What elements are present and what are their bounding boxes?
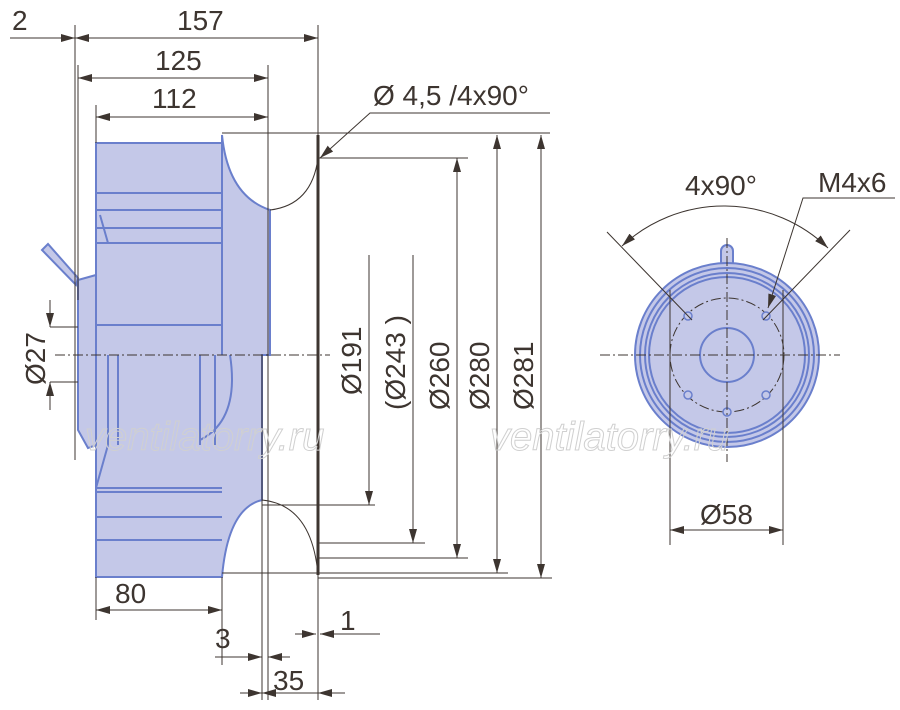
dia-243-label: (Ø243 ) — [380, 315, 411, 410]
dia-58-label: Ø58 — [700, 499, 753, 530]
dia-27-label: Ø27 — [20, 332, 51, 385]
watermark: ventilatorry.ru — [85, 415, 324, 459]
extension-lines — [50, 25, 552, 700]
dim-125-label: 125 — [155, 45, 202, 76]
dim-112-label: 112 — [152, 83, 197, 114]
dim-157-label: 157 — [177, 5, 224, 36]
dim-2-label: 2 — [12, 5, 28, 36]
watermark: ventilatorry.ru — [490, 415, 729, 459]
fan-side-view — [40, 134, 319, 578]
angle-label: 4x90° — [685, 170, 757, 201]
dim-3-label: 3 — [215, 623, 231, 654]
thread-label: M4x6 — [818, 167, 886, 198]
dia-260-label: Ø260 — [424, 342, 455, 411]
dia-280-label: Ø280 — [464, 342, 495, 411]
hole-note-label: Ø 4,5 /4x90° — [373, 80, 529, 111]
dim-1-label: 1 — [340, 605, 356, 636]
fan-front-view — [600, 197, 895, 545]
dia-281-label: Ø281 — [508, 342, 539, 411]
dim-80-label: 80 — [115, 578, 146, 609]
dimension-lines — [10, 34, 550, 697]
dia-191-label: Ø191 — [336, 327, 367, 396]
dim-35-label: 35 — [273, 665, 304, 696]
